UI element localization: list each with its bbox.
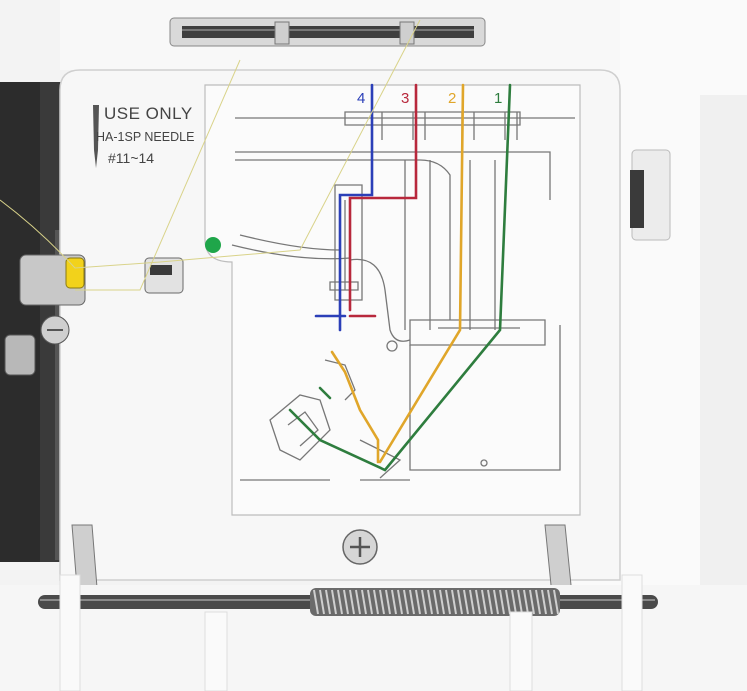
tension-knob-yellow: [65, 257, 85, 289]
thread-4-path: [338, 83, 374, 332]
thread-guide-clip: [144, 257, 184, 294]
thread-1-path: [288, 83, 512, 472]
thread-label-4: 4: [357, 90, 366, 107]
thread-label-1: 1: [494, 90, 503, 107]
diagram-line-art: [231, 111, 575, 481]
thread-3-path: [348, 83, 418, 312]
thread-label-2: 2: [448, 90, 457, 107]
thread-2-path: [378, 83, 465, 464]
threading-diagram-card: [204, 84, 581, 516]
coil-spring: [310, 588, 560, 616]
thread-paths: [288, 83, 512, 472]
use-only-label: USE ONLY: [104, 104, 193, 123]
needle-type-label: HA-1SP NEEDLE: [96, 130, 195, 144]
needle-icon: [93, 105, 99, 168]
thread-label-3: 3: [401, 90, 410, 107]
green-indicator-dot: [205, 237, 221, 253]
needle-size-label: #11~14: [108, 150, 155, 166]
